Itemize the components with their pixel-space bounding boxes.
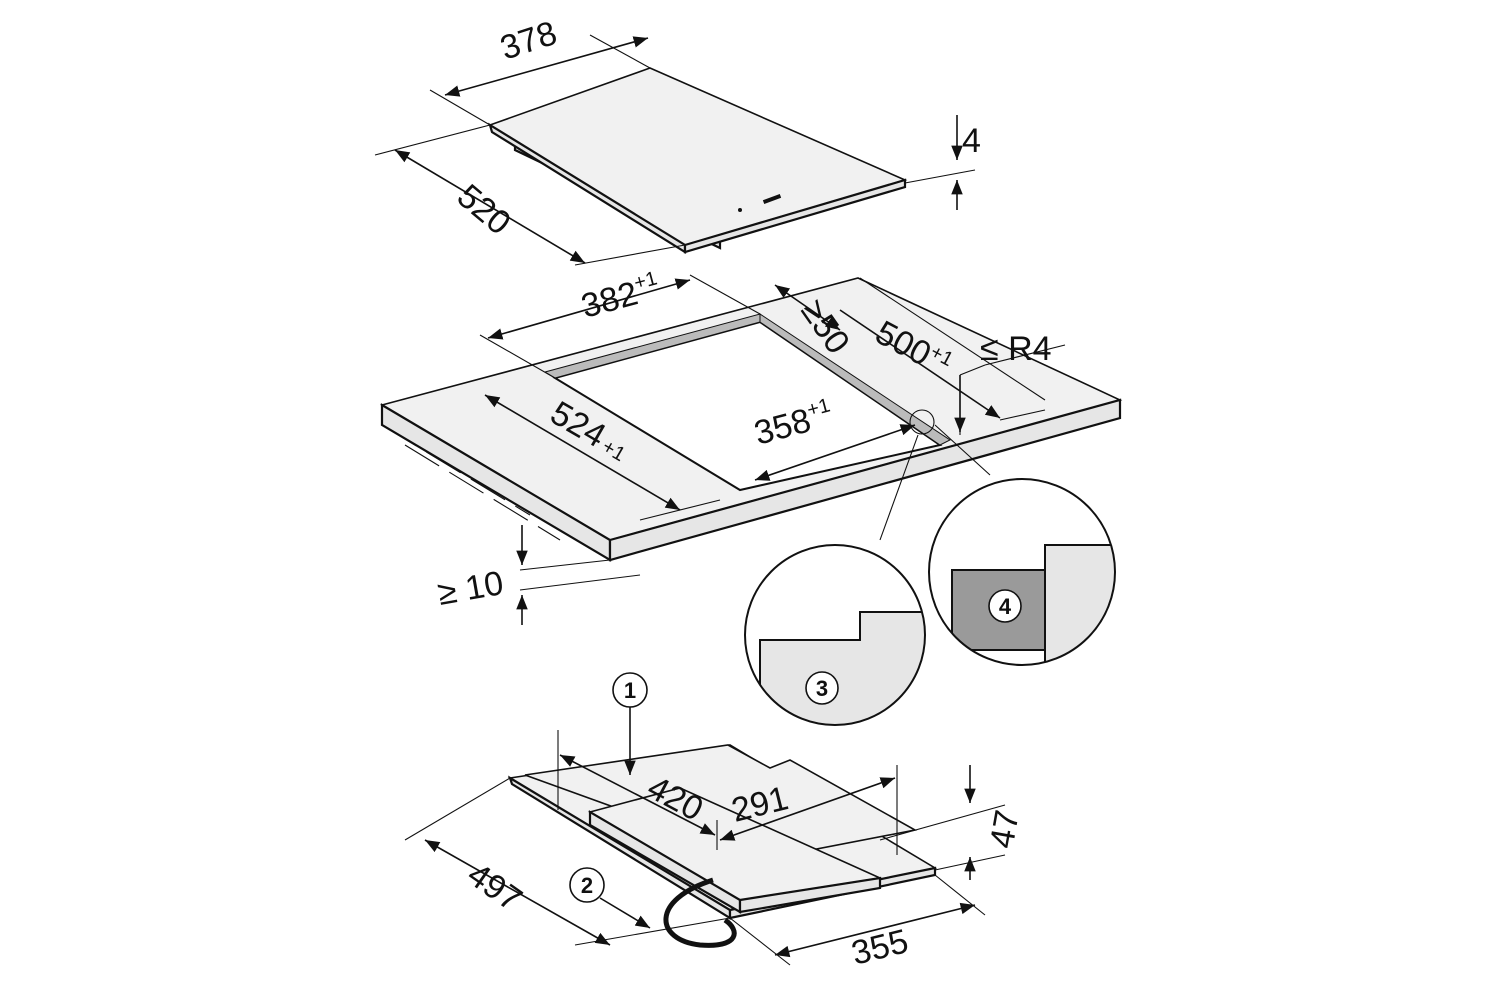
callout-1: 1 bbox=[624, 678, 636, 703]
detail-4: 4 bbox=[928, 478, 1116, 666]
unit-width-label: 355 bbox=[848, 922, 912, 973]
panel-width-label: 378 bbox=[496, 14, 562, 68]
panel-thickness-label: 4 bbox=[962, 122, 981, 160]
hob-panel bbox=[374, 34, 976, 266]
hob-unit: 1 2 bbox=[404, 672, 1006, 966]
callout-3: 3 bbox=[816, 676, 828, 701]
panel-depth-label: 520 bbox=[450, 177, 518, 243]
detail-3: 3 bbox=[744, 544, 926, 726]
cutout-width-label: 382+1 bbox=[577, 267, 664, 325]
unit-height-label: 47 bbox=[983, 807, 1027, 851]
callout-2: 2 bbox=[581, 873, 593, 898]
worktop bbox=[379, 274, 1123, 625]
worktop-thickness-label: ≥ 10 bbox=[435, 564, 507, 613]
unit-depth-label: 497 bbox=[460, 855, 528, 919]
callout-4: 4 bbox=[999, 594, 1012, 619]
corner-radius-label: ≤ R4 bbox=[980, 330, 1052, 368]
